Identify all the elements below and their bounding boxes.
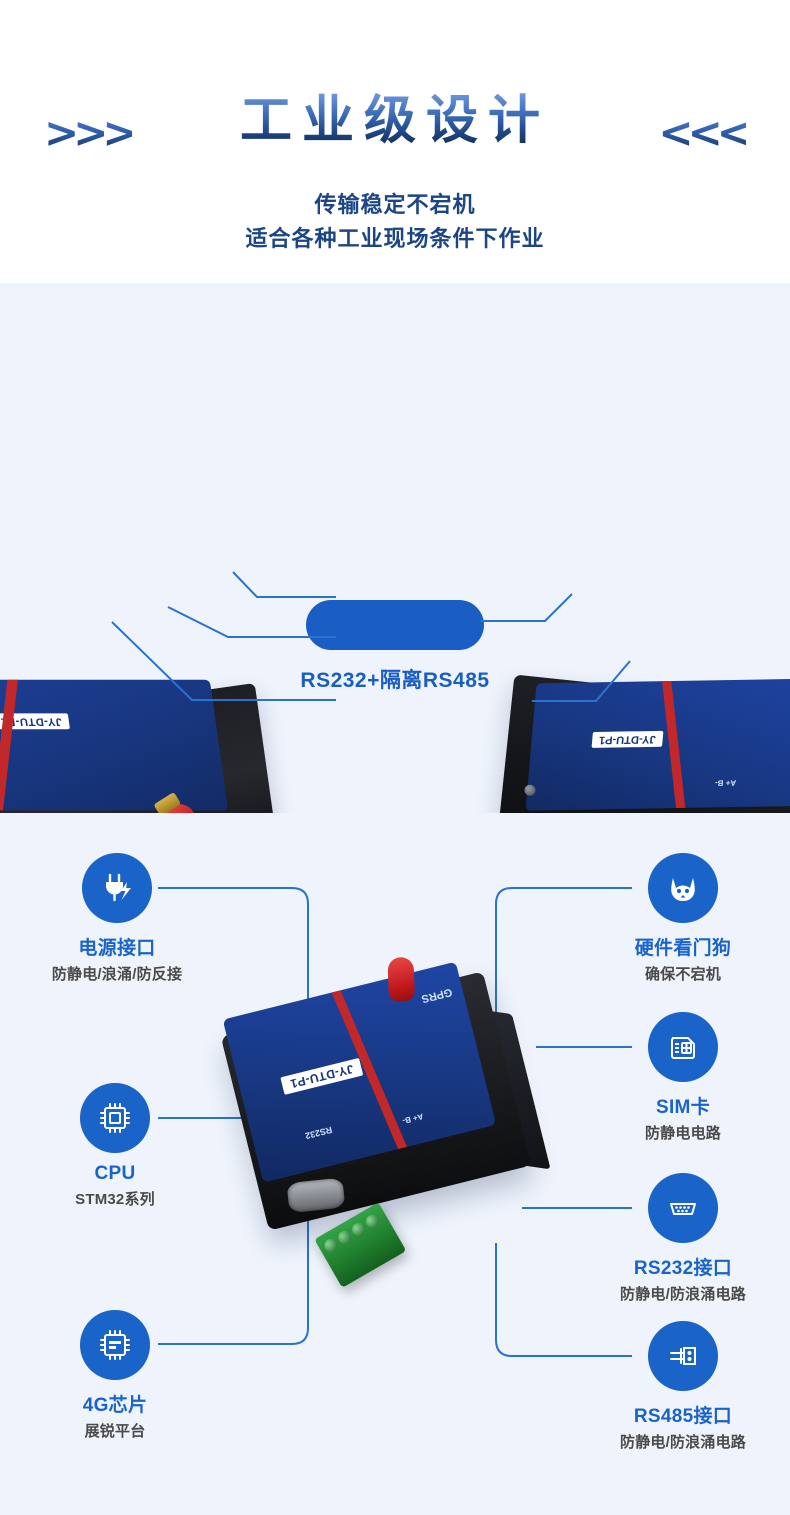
feature-4g-chip[interactable]: 4G芯片 展锐平台 xyxy=(0,1310,230,1441)
device-model-label: JY-DTU-P1 xyxy=(591,730,664,748)
device-rs485-pin-label: A+ B- xyxy=(401,1111,425,1126)
feature-rs232-port[interactable]: RS232接口 防静电/防浪涌电路 xyxy=(568,1173,790,1304)
chevron-right-decoration: >>> xyxy=(44,112,138,154)
device-rs485-pin-label: A+ B- xyxy=(714,778,737,788)
device-model-label: JY-DTU-P1 xyxy=(280,1057,364,1095)
feature-title: CPU xyxy=(94,1163,136,1184)
feature-title: 4G芯片 xyxy=(82,1395,148,1416)
feature-sim-card[interactable]: SIM卡 防静电电路 xyxy=(568,1012,790,1143)
feature-title: 硬件看门狗 xyxy=(634,938,732,959)
feature-title: SIM卡 xyxy=(656,1097,710,1118)
ports-badge-pill xyxy=(306,600,484,650)
4g-chip-icon-wrap xyxy=(80,1310,150,1380)
device-photo-center: JY-DTU-P1 RS232 GPRS A+ B- xyxy=(206,940,604,1330)
subtitle-line-1: 传输稳定不宕机 xyxy=(314,192,476,217)
cpu-chip-icon-wrap xyxy=(80,1083,150,1153)
feature-title: RS485接口 xyxy=(633,1406,733,1427)
feature-hardware-watchdog[interactable]: 硬件看门狗 确保不宕机 xyxy=(568,853,790,984)
feature-power-interface[interactable]: 电源接口 防静电/浪涌/防反接 xyxy=(2,853,232,984)
feature-subtitle: 防静电/防浪涌电路 xyxy=(620,1434,746,1451)
chevron-left-decoration: <<< xyxy=(658,112,752,154)
sim-card-icon-wrap xyxy=(648,1012,718,1082)
device-photo-right: JY-DTU-P1 A+ B- xyxy=(486,665,790,813)
device-front-panel: JY-DTU-P1 A+ B- xyxy=(525,678,790,811)
device-rs232-label: RS232 xyxy=(304,1124,334,1142)
device-antenna xyxy=(387,956,415,1002)
db9-connector-icon-wrap xyxy=(648,1173,718,1243)
feature-title: 电源接口 xyxy=(78,938,156,959)
feature-subtitle: 展锐平台 xyxy=(84,1423,146,1440)
watchdog-icon-wrap xyxy=(648,853,718,923)
feature-title: RS232接口 xyxy=(633,1258,733,1279)
power-plug-icon-wrap xyxy=(82,853,152,923)
features-section: JY-DTU-P1 RS232 GPRS A+ B- xyxy=(0,813,790,1515)
feature-rs485-port[interactable]: RS485接口 防静电/防浪涌电路 xyxy=(568,1321,790,1452)
page-title: 工业级设计 xyxy=(0,93,790,149)
subtitle-line-2: 适合各种工业现场条件下作业 xyxy=(245,226,545,252)
ports-badge-label: RS232+隔离RS485 xyxy=(300,669,490,692)
watchdog-icon xyxy=(671,878,695,901)
feature-subtitle: 确保不宕机 xyxy=(644,966,721,983)
4g-chip-icon xyxy=(100,1330,130,1360)
feature-subtitle: 防静电/浪涌/防反接 xyxy=(51,966,183,983)
cpu-chip-icon xyxy=(100,1103,130,1133)
terminal-block-icon xyxy=(670,1347,696,1365)
power-plug-icon xyxy=(106,873,131,902)
feature-subtitle: 防静电/防浪涌电路 xyxy=(620,1286,746,1303)
chevron-right-icon: >>> xyxy=(44,112,138,154)
terminal-block-icon-wrap xyxy=(648,1321,718,1391)
page-header: >>> <<< 工业级设计 传输稳定不宕机 适合各种工业现场条件下作业 xyxy=(0,0,790,283)
feature-subtitle: 防静电电路 xyxy=(644,1125,721,1142)
sim-card-icon xyxy=(671,1037,695,1059)
db9-connector-icon xyxy=(670,1203,696,1215)
ports-showcase-section: RS232+隔离RS485 JY-DTU-P1 GPRS JY-DTU-P1 A… xyxy=(0,283,790,813)
feature-subtitle: STM32系列 xyxy=(75,1191,155,1208)
feature-cpu[interactable]: CPU STM32系列 xyxy=(0,1083,230,1209)
device-model-label: JY-DTU-P1 xyxy=(0,713,70,730)
chevron-left-icon: <<< xyxy=(658,112,752,154)
device-front-panel: JY-DTU-P1 GPRS xyxy=(0,679,229,811)
page-subtitle: 传输稳定不宕机 适合各种工业现场条件下作业 xyxy=(0,188,790,256)
device-gprs-label: GPRS xyxy=(420,985,454,1005)
